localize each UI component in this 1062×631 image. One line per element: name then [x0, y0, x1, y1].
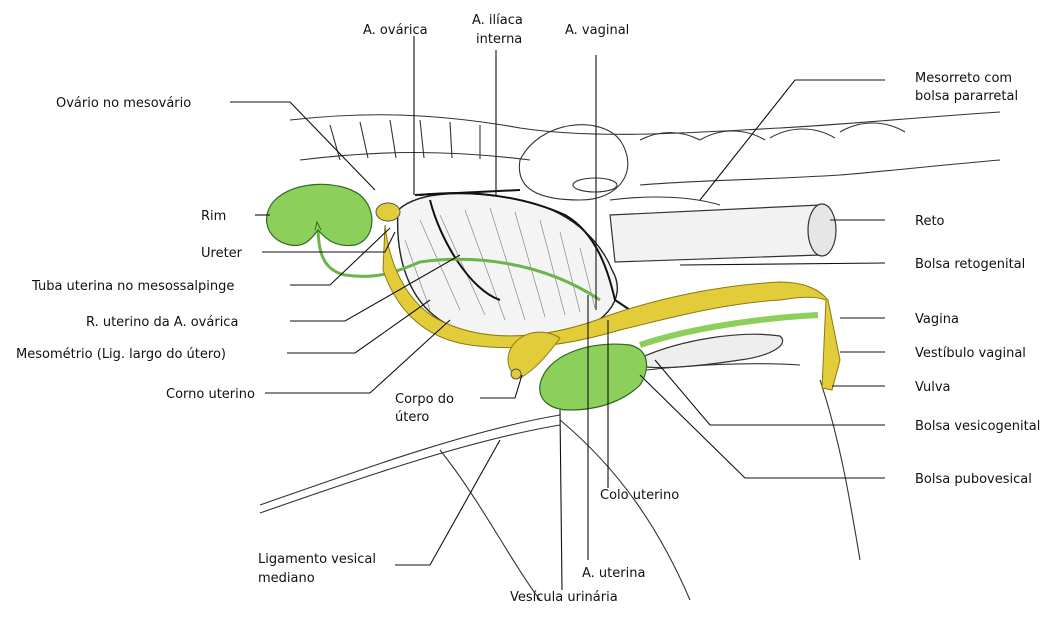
- label-vagina: Vagina: [915, 312, 959, 327]
- label-a-iliaca-line2: interna: [476, 32, 522, 47]
- label-ovario: Ovário no mesovário: [56, 96, 191, 111]
- label-a-uterina: A. uterina: [582, 566, 645, 581]
- label-mesorreto-line1: Mesorreto com: [915, 71, 1012, 86]
- label-ligamento-line2: mediano: [258, 571, 315, 586]
- label-ureter: Ureter: [201, 246, 243, 261]
- label-corpo-line2: útero: [395, 410, 429, 425]
- label-vestibulo: Vestíbulo vaginal: [915, 346, 1026, 361]
- ovary-shape: [376, 203, 400, 221]
- label-tuba-uterina: Tuba uterina no mesossalpinge: [31, 279, 234, 294]
- label-a-iliaca-line1: A. ilíaca: [472, 13, 523, 28]
- label-rim: Rim: [201, 209, 226, 224]
- label-bolsa-retogenital: Bolsa retogenital: [915, 257, 1025, 272]
- label-mesorreto-line2: bolsa pararretal: [915, 89, 1018, 104]
- label-mesometrio: Mesométrio (Lig. largo do útero): [16, 347, 226, 362]
- rectum-shape: [610, 197, 836, 262]
- label-corpo-line1: Corpo do: [395, 392, 454, 407]
- label-reto: Reto: [915, 214, 945, 229]
- label-ligamento-line1: Ligamento vesical: [258, 552, 376, 567]
- label-a-ovarica: A. ovárica: [363, 23, 428, 38]
- label-a-vaginal: A. vaginal: [565, 23, 629, 38]
- label-vulva: Vulva: [915, 380, 951, 395]
- label-vesicula: Vesícula urinária: [510, 590, 618, 605]
- label-ramo-uterino: R. uterino da A. ovárica: [86, 315, 238, 330]
- label-bolsa-vesicogenital: Bolsa vesicogenital: [915, 419, 1040, 434]
- label-corno-uterino: Corno uterino: [166, 387, 255, 402]
- label-colo-uterino: Colo uterino: [600, 488, 679, 503]
- label-bolsa-pubovesical: Bolsa pubovesical: [915, 472, 1032, 487]
- spine-sketch: [290, 112, 1000, 200]
